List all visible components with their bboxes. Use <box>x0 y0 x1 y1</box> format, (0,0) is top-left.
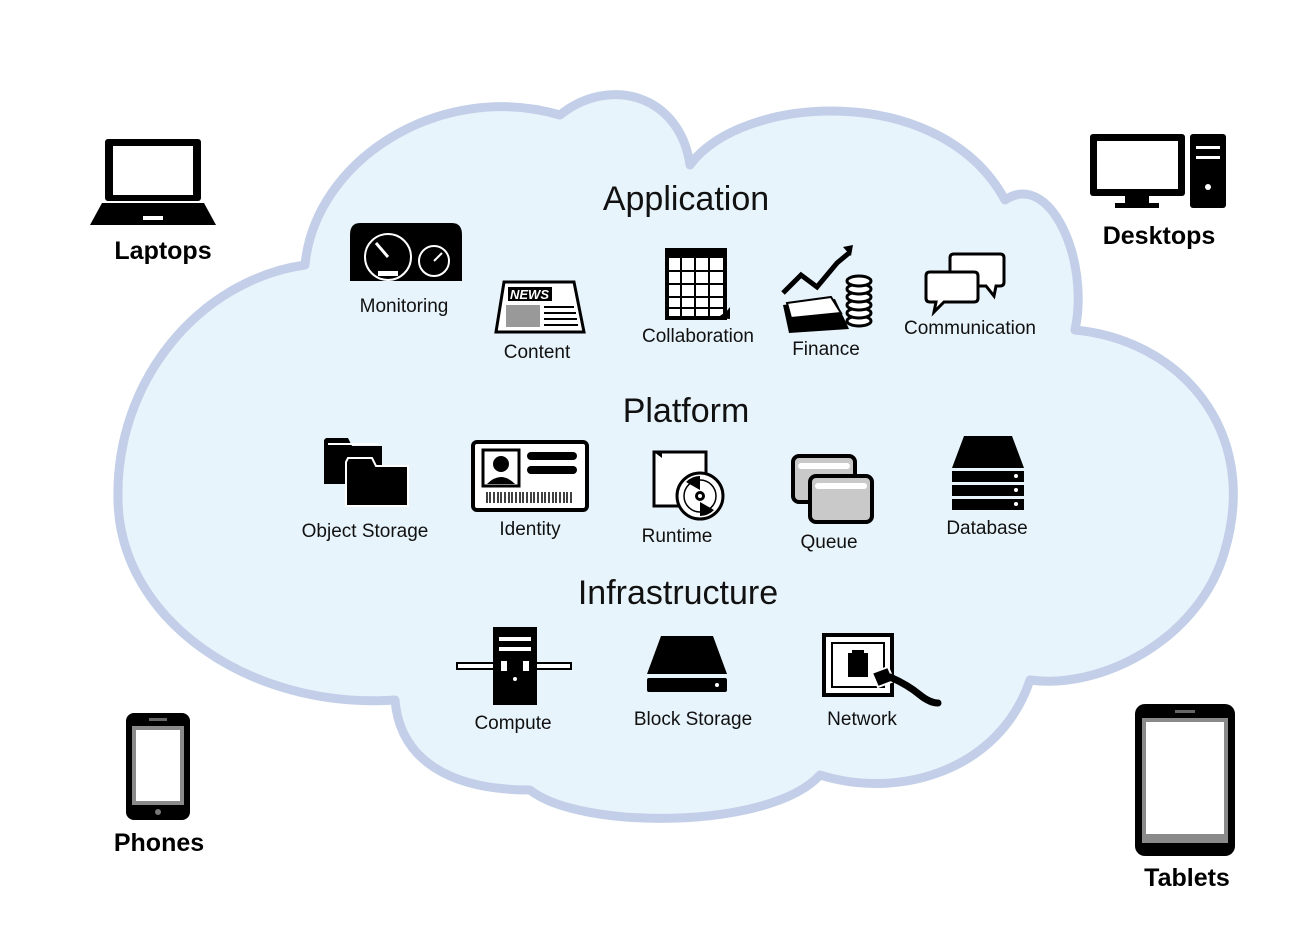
dashboard-gauges-icon <box>350 223 462 281</box>
software-disc-icon <box>652 450 725 521</box>
ethernet-port-icon <box>822 633 942 707</box>
speech-bubbles-icon <box>924 252 1006 317</box>
item-label-runtime: Runtime <box>641 526 713 547</box>
item-label-finance: Finance <box>792 339 860 360</box>
laptop-icon <box>90 139 216 225</box>
item-label-compute: Compute <box>474 713 552 734</box>
section-title-infrastructure: Infrastructure <box>577 574 779 612</box>
item-label-database: Database <box>946 518 1028 539</box>
item-label-identity: Identity <box>499 519 561 540</box>
tablet-icon <box>1135 704 1235 856</box>
device-label-tablets: Tablets <box>1144 864 1230 892</box>
device-label-laptops: Laptops <box>114 237 212 265</box>
desktop-computer-icon <box>1090 134 1226 208</box>
hard-drive-icon <box>647 636 727 692</box>
calendar-grid-icon <box>665 248 730 320</box>
id-card-icon <box>471 440 589 512</box>
item-label-queue: Queue <box>800 532 858 553</box>
tower-server-icon <box>456 627 572 705</box>
item-label-communication: Communication <box>904 318 1036 339</box>
device-label-phones: Phones <box>113 829 205 857</box>
news-badge: NEWS <box>510 287 549 302</box>
server-stack-icon <box>952 436 1024 510</box>
money-chart-icon <box>781 245 873 333</box>
device-label-desktops: Desktops <box>1102 222 1216 250</box>
phone-icon <box>126 713 190 820</box>
section-title-application: Application <box>602 180 770 218</box>
item-label-collaboration: Collaboration <box>642 326 754 347</box>
item-label-network: Network <box>827 709 897 730</box>
stacked-windows-icon <box>791 454 874 524</box>
item-label-object-storage: Object Storage <box>301 521 429 542</box>
newspaper-icon: NEWS <box>494 280 586 334</box>
item-label-block-storage: Block Storage <box>633 709 753 730</box>
folders-icon <box>324 438 409 507</box>
item-label-content: Content <box>503 342 571 363</box>
item-label-monitoring: Monitoring <box>359 296 449 317</box>
section-title-platform: Platform <box>622 392 750 430</box>
